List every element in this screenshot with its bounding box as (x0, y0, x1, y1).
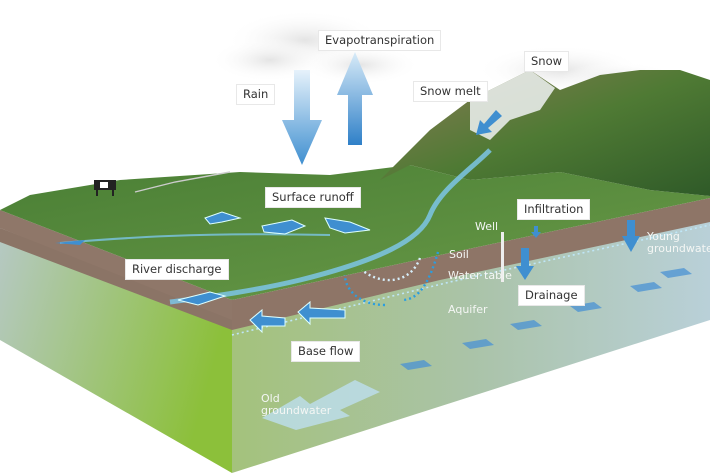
label-young-groundwater-line2: groundwater (647, 242, 710, 255)
label-water-table: Water table (448, 269, 512, 282)
surface-runoff-arrow-2 (261, 219, 307, 235)
aquifer-flow-tiles (400, 268, 692, 370)
label-well: Well (475, 220, 499, 233)
mountain-range (380, 70, 710, 196)
label-surface-runoff: Surface runoff (265, 187, 361, 208)
label-snow: Snow (524, 51, 570, 72)
river-discharge-arrow-2 (177, 291, 227, 306)
label-aquifer: Aquifer (448, 303, 488, 316)
label-young-groundwater-line1: Young (647, 230, 680, 243)
front-face-aquifer (0, 228, 232, 473)
surface-runoff-arrow-1 (204, 211, 242, 225)
label-snow-melt: Snow melt (413, 81, 488, 102)
label-infiltration: Infiltration (517, 199, 591, 220)
label-old-groundwater-line2: groundwater (261, 404, 332, 417)
surface-runoff-arrow-3 (324, 217, 371, 234)
infiltration-arrow (531, 226, 541, 238)
evapotranspiration-arrow (337, 52, 373, 145)
base-flow-arrow-2 (297, 300, 346, 326)
base-flow-arrow-1 (249, 308, 286, 334)
water-table-line (231, 224, 710, 336)
well-pipe (501, 232, 504, 282)
label-drainage: Drainage (518, 285, 585, 306)
label-river-discharge: River discharge (125, 259, 229, 280)
rain-arrow (282, 70, 322, 165)
groundwater-flow-curve-1 (361, 257, 422, 282)
label-evapotranspiration: Evapotranspiration (318, 30, 442, 51)
label-soil: Soil (449, 248, 469, 261)
river-discharge-arrow-1 (55, 240, 85, 245)
groundwater-flow-curve-3 (343, 274, 386, 307)
label-base-flow: Base flow (291, 341, 361, 362)
snow-melt-arrow (476, 110, 502, 135)
drainage-arrow (516, 248, 534, 280)
label-rain: Rain (236, 84, 276, 105)
cow-icon (94, 180, 116, 196)
young-groundwater-arrow (622, 220, 640, 252)
label-old-groundwater-line1: Old (261, 392, 280, 405)
front-face-soil (0, 228, 232, 330)
river (169, 148, 492, 305)
irrigation-pivot-icon (134, 171, 231, 193)
front-soil-top (0, 210, 232, 320)
old-groundwater-arrow (262, 380, 380, 430)
side-face-soil (232, 198, 710, 330)
